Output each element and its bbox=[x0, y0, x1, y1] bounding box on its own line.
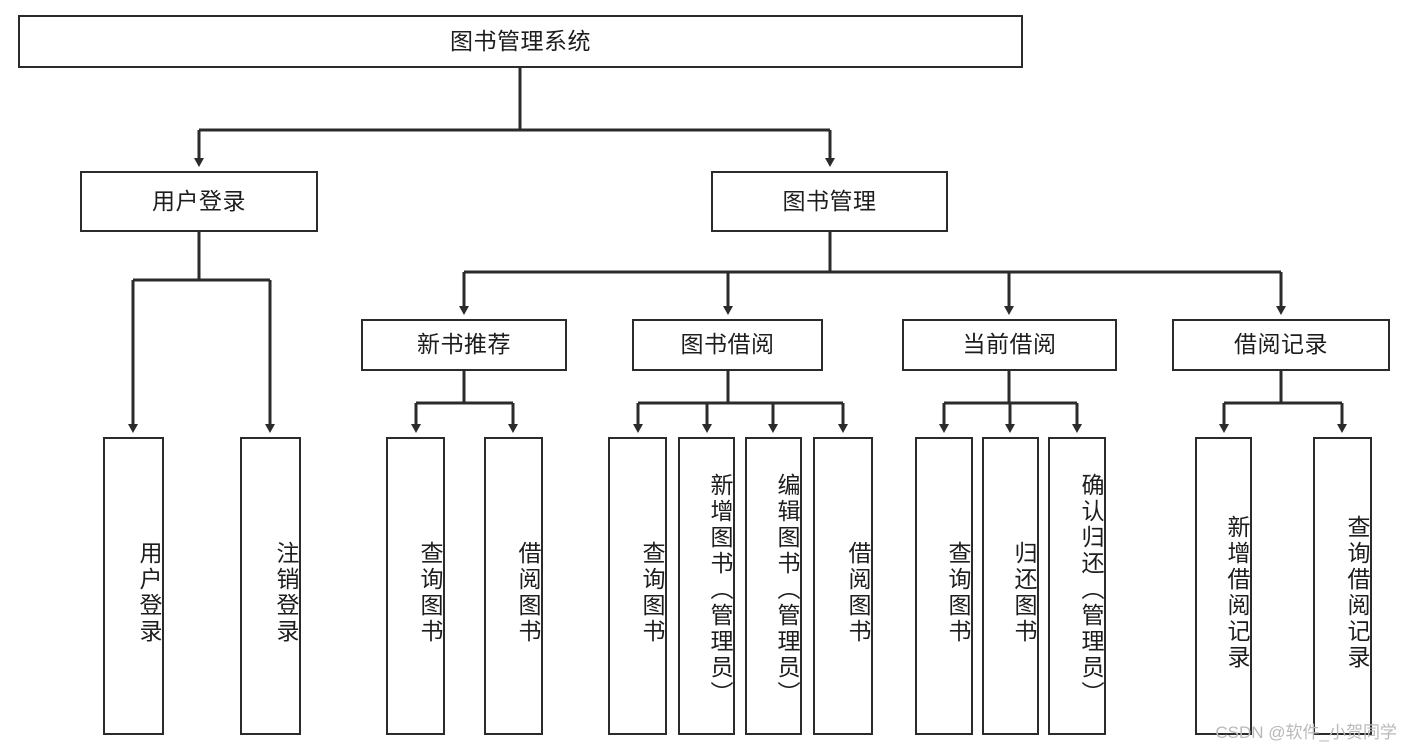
node-book-borrow[interactable]: 图书借阅 bbox=[632, 319, 823, 371]
node-current-borrow[interactable]: 当前借阅 bbox=[902, 319, 1117, 371]
node-leaf-query-book-borrow[interactable]: 查询图书 bbox=[608, 437, 667, 735]
node-leaf-query-book-rec[interactable]: 查询图书 bbox=[386, 437, 445, 735]
node-leaf-query-borrow-record[interactable]: 查询借阅记录 bbox=[1313, 437, 1372, 735]
node-leaf-confirm-return-admin[interactable]: 确认归还（管理员） bbox=[1048, 437, 1106, 735]
node-root-system[interactable]: 图书管理系统 bbox=[18, 15, 1023, 68]
node-leaf-user-logout[interactable]: 注销登录 bbox=[240, 437, 301, 735]
node-leaf-add-book-admin[interactable]: 新增图书（管理员） bbox=[678, 437, 735, 735]
node-borrow-record[interactable]: 借阅记录 bbox=[1172, 319, 1390, 371]
node-leaf-add-borrow-record[interactable]: 新增借阅记录 bbox=[1195, 437, 1252, 735]
node-leaf-edit-book-admin[interactable]: 编辑图书（管理员） bbox=[745, 437, 802, 735]
node-leaf-borrow-book-borrow[interactable]: 借阅图书 bbox=[813, 437, 873, 735]
node-leaf-borrow-book-rec[interactable]: 借阅图书 bbox=[484, 437, 543, 735]
node-leaf-return-book[interactable]: 归还图书 bbox=[982, 437, 1039, 735]
node-leaf-query-book-current[interactable]: 查询图书 bbox=[915, 437, 973, 735]
node-leaf-user-login[interactable]: 用户登录 bbox=[103, 437, 164, 735]
node-new-book-recommend[interactable]: 新书推荐 bbox=[361, 319, 567, 371]
node-user-login[interactable]: 用户登录 bbox=[80, 171, 318, 232]
node-book-manage[interactable]: 图书管理 bbox=[711, 171, 948, 232]
